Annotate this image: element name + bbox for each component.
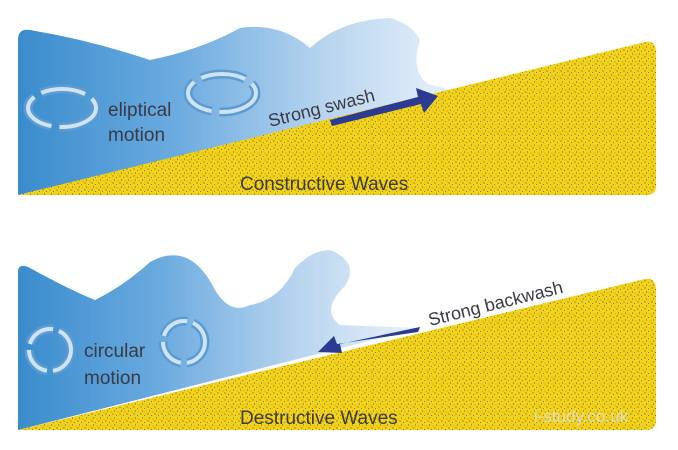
motion-label: circular xyxy=(84,341,146,362)
elliptical-motion-icon xyxy=(23,84,101,132)
circular-motion-icon xyxy=(24,324,76,376)
constructive-title: Constructive Waves xyxy=(240,174,408,195)
motion-label: motion xyxy=(84,368,141,389)
circular-motion-icon xyxy=(158,316,210,368)
backwash-arrow xyxy=(318,327,420,353)
elliptical-motion-icon xyxy=(183,69,261,117)
motion-label: motion xyxy=(108,125,165,146)
watermark: i-study.co.uk xyxy=(534,407,629,426)
motion-label: eliptical xyxy=(108,100,171,121)
constructive-panel: eliptical motion Strong swash Constructi… xyxy=(18,18,656,195)
destructive-panel: circular motion Strong backwash Destruct… xyxy=(18,250,656,430)
destructive-beach xyxy=(18,278,656,430)
destructive-title: Destructive Waves xyxy=(240,408,398,429)
destructive-water xyxy=(18,250,420,430)
swash-arrow xyxy=(330,88,438,126)
